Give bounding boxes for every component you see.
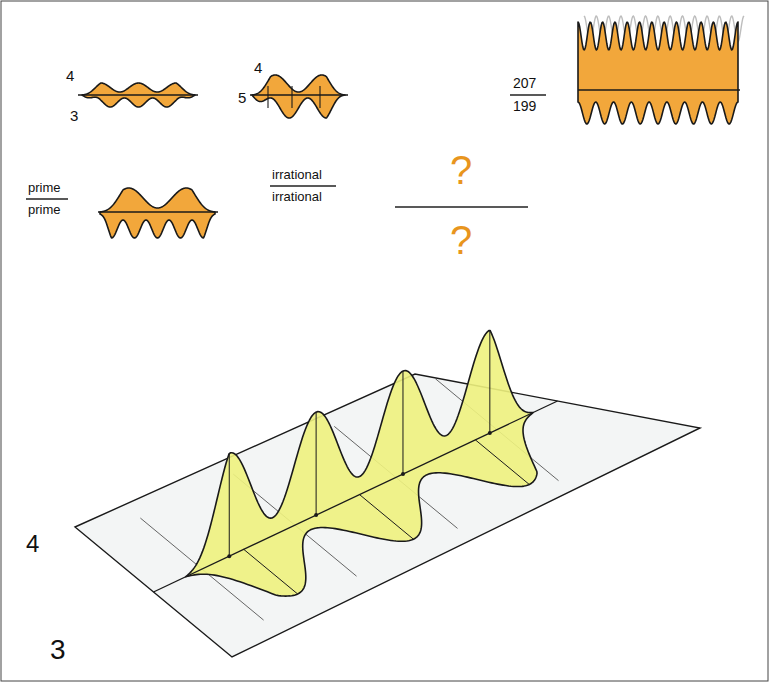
ratio-label: irrational — [272, 190, 322, 203]
peak-line — [402, 371, 403, 474]
trough-line — [475, 440, 529, 485]
tick-mark — [291, 86, 292, 108]
ratio-label: irrational — [272, 168, 322, 181]
peak-line — [316, 412, 317, 515]
axis-dot — [314, 513, 318, 517]
ratio-label: 4 — [26, 532, 39, 556]
wave-ribbon — [578, 22, 738, 124]
wave-ribbon — [100, 188, 215, 238]
fraction-bar — [395, 206, 528, 207]
ratio-label: 207 — [513, 76, 536, 90]
axis-dot — [401, 472, 405, 476]
ratio-label: prime — [28, 203, 61, 216]
ratio-label: 5 — [238, 90, 246, 105]
peak-line — [489, 330, 490, 433]
question-mark: ? — [450, 220, 472, 260]
fraction-bar — [510, 94, 546, 95]
axis-line — [98, 211, 218, 212]
axis-line — [250, 94, 348, 95]
tick-mark — [267, 86, 268, 108]
axis-line — [154, 401, 558, 592]
wave-ribbon — [252, 75, 345, 118]
wave-ribbon — [186, 331, 537, 596]
tick-mark — [319, 86, 320, 108]
axis-line — [78, 94, 198, 95]
wave-group — [75, 16, 744, 657]
axis-dot — [227, 554, 231, 558]
axis-dot — [488, 431, 492, 435]
ratio-label: prime — [28, 181, 61, 194]
trough-line — [360, 495, 414, 540]
ratio-label: 4 — [66, 68, 74, 83]
ratio-label: 3 — [70, 108, 78, 123]
fraction-bar — [26, 198, 68, 199]
peak-line — [229, 453, 230, 556]
question-mark: ? — [450, 150, 472, 190]
ratio-label: 3 — [50, 636, 66, 664]
ratio-label: 4 — [254, 60, 262, 75]
trough-line — [244, 549, 298, 594]
axis-line — [578, 89, 740, 90]
ratio-label: 199 — [513, 99, 536, 113]
fraction-bar — [270, 185, 336, 186]
